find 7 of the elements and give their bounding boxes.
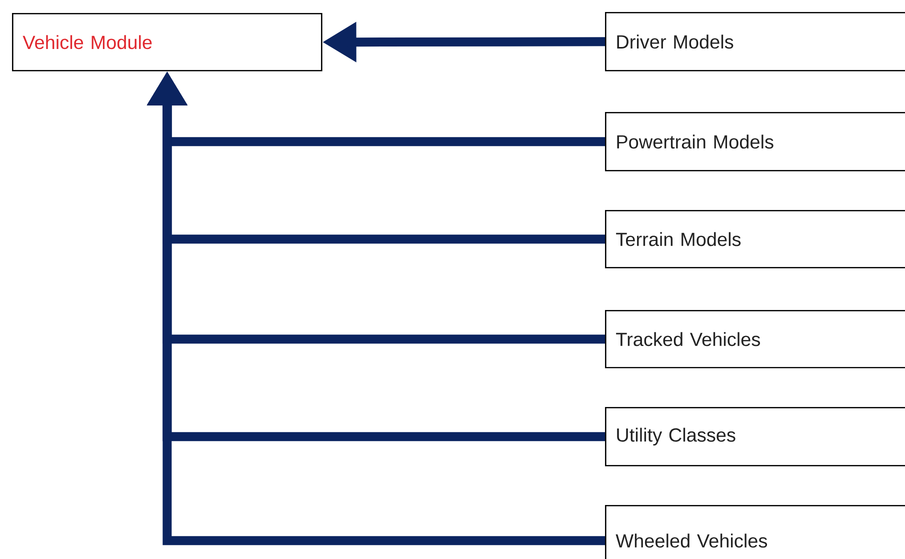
module-box: Driver Models — [605, 12, 905, 72]
module-box: Wheeled Vehicles — [605, 505, 905, 559]
module-box: Tracked Vehicles — [605, 310, 905, 368]
module-box: Vehicle Module — [12, 13, 322, 72]
module-box: Utility Classes — [605, 407, 905, 466]
module-box: Powertrain Models — [605, 112, 905, 172]
module-box: Terrain Models — [605, 210, 905, 268]
